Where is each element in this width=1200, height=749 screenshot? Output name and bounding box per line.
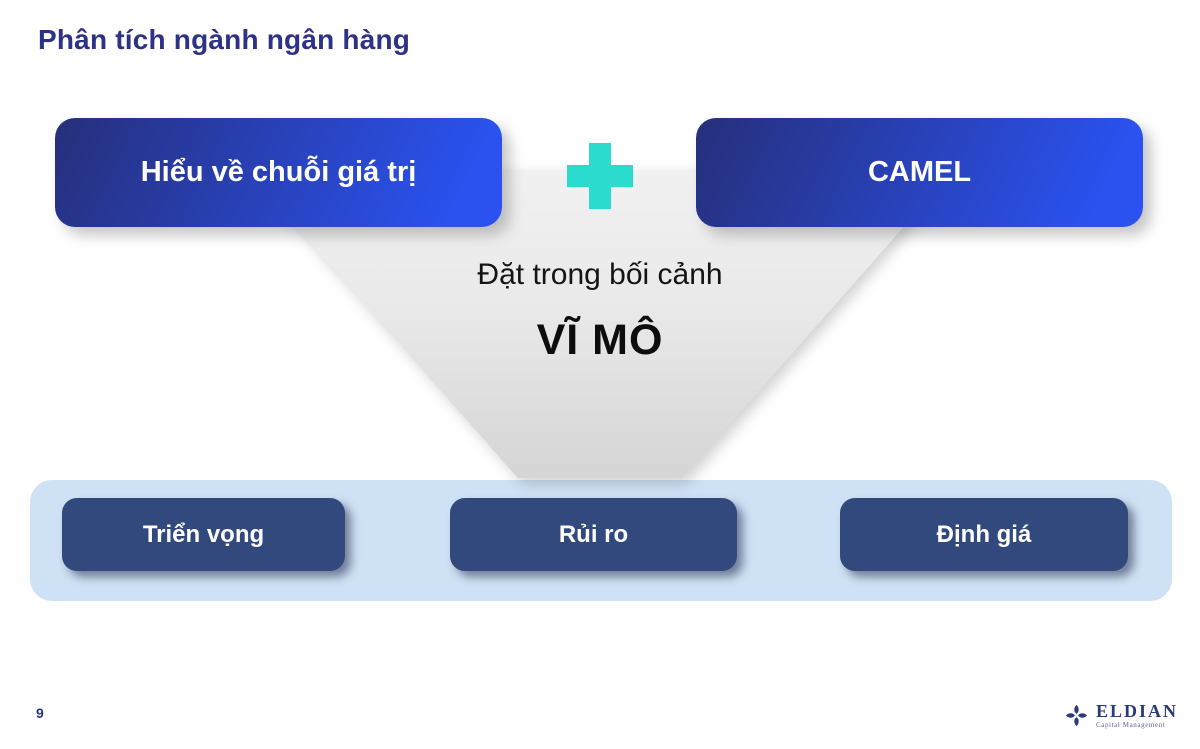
logo-subtitle: Capital Management bbox=[1095, 721, 1166, 729]
risk-pill-label: Rủi ro bbox=[558, 520, 629, 548]
page-title: Phân tích ngành ngân hàng bbox=[38, 24, 411, 55]
risk-pill: Rủi ro bbox=[450, 498, 737, 571]
value-chain-box-label: Hiểu về chuỗi giá trị bbox=[140, 156, 417, 188]
camel-box: CAMEL bbox=[696, 118, 1143, 227]
value-chain-box: Hiểu về chuỗi giá trị bbox=[55, 118, 502, 227]
plus-icon bbox=[567, 143, 633, 209]
outlook-pill: Triển vọng bbox=[62, 498, 345, 571]
outlook-pill-label: Triển vọng bbox=[142, 520, 265, 548]
valuation-pill-label: Định giá bbox=[936, 520, 1032, 548]
clover-logo-icon bbox=[1063, 702, 1090, 729]
page-number: 9 bbox=[36, 705, 44, 721]
funnel-context-text: Đặt trong bối cảnh bbox=[477, 258, 723, 291]
funnel-macro-text: VĨ MÔ bbox=[536, 316, 664, 364]
company-logo: ELDIAN Capital Management bbox=[1063, 702, 1178, 729]
logo-name: ELDIAN bbox=[1095, 701, 1178, 721]
camel-box-label: CAMEL bbox=[867, 156, 972, 188]
valuation-pill: Định giá bbox=[840, 498, 1128, 571]
